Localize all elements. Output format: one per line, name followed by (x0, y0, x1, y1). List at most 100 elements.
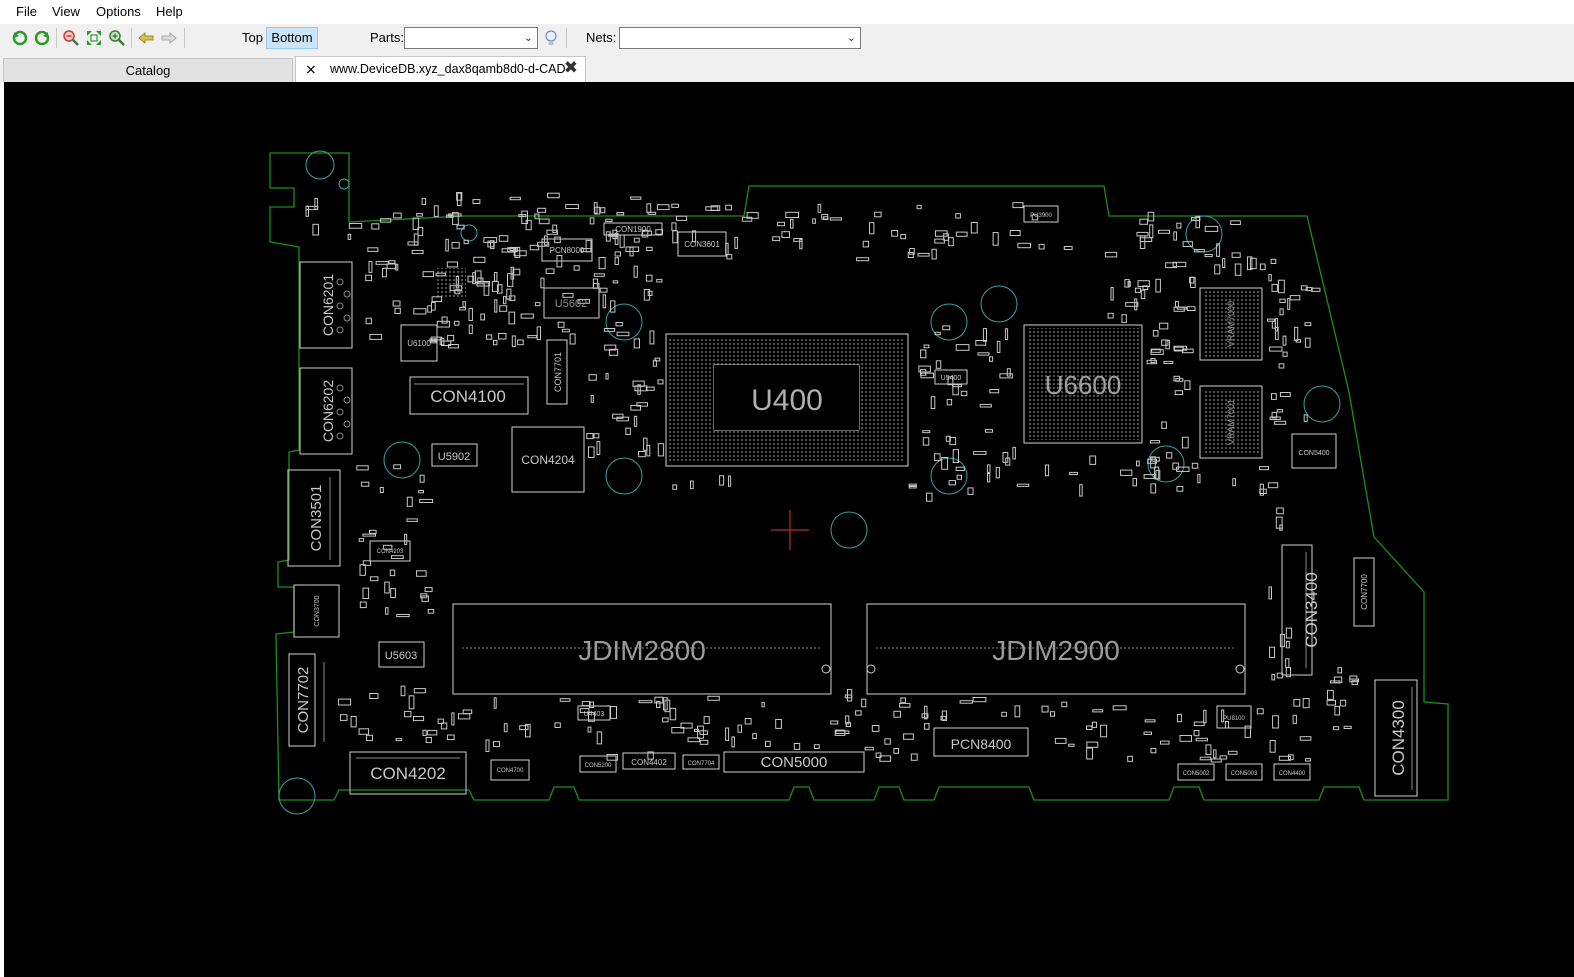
passive-component[interactable] (989, 356, 994, 362)
passive-component[interactable] (1127, 755, 1133, 762)
passive-component[interactable] (485, 739, 490, 752)
passive-component[interactable] (1332, 726, 1340, 731)
passive-component[interactable] (1140, 289, 1146, 300)
passive-component[interactable] (643, 289, 651, 301)
passive-component[interactable] (610, 300, 616, 313)
passive-component[interactable] (1173, 345, 1187, 351)
passive-component[interactable] (418, 490, 425, 494)
passive-component[interactable] (955, 344, 970, 351)
passive-component[interactable] (606, 754, 618, 761)
passive-component[interactable] (900, 697, 906, 704)
rotate-left-icon[interactable] (11, 29, 29, 47)
passive-component[interactable] (1152, 329, 1159, 337)
passive-component[interactable] (1038, 243, 1045, 250)
passive-component[interactable] (447, 213, 462, 217)
passive-component[interactable] (1279, 298, 1286, 303)
passive-component[interactable] (899, 702, 911, 708)
passive-component[interactable] (1176, 713, 1182, 723)
passive-component[interactable] (947, 376, 954, 386)
pcb-board-view[interactable]: U400 U6600 JDIM2800 JDIM2900 CON4100 CON… (4, 82, 1574, 977)
passive-component[interactable] (396, 614, 410, 618)
passive-component[interactable] (446, 261, 459, 268)
passive-component[interactable] (920, 369, 927, 376)
passive-component[interactable] (1161, 339, 1169, 346)
passive-component[interactable] (1161, 421, 1167, 429)
passive-component[interactable] (672, 230, 678, 244)
passive-component[interactable] (422, 729, 427, 736)
passive-component[interactable] (362, 560, 372, 566)
passive-component[interactable] (725, 204, 732, 211)
passive-component[interactable] (1269, 740, 1276, 753)
passive-component[interactable] (656, 204, 670, 211)
passive-component[interactable] (509, 196, 521, 201)
passive-component[interactable] (424, 587, 433, 593)
passive-component[interactable] (431, 296, 443, 303)
passive-component[interactable] (413, 716, 425, 722)
passive-component[interactable] (369, 333, 383, 340)
passive-component[interactable] (664, 699, 671, 713)
passive-component[interactable] (456, 224, 465, 230)
passive-component[interactable] (654, 696, 664, 704)
passive-component[interactable] (1150, 456, 1156, 469)
passive-component[interactable] (1125, 302, 1139, 307)
passive-component[interactable] (725, 242, 729, 256)
passive-component[interactable] (569, 333, 576, 345)
passive-component[interactable] (1143, 731, 1152, 735)
passive-component[interactable] (1311, 287, 1321, 292)
passive-component[interactable] (587, 726, 592, 733)
passive-component[interactable] (390, 588, 396, 599)
passive-component[interactable] (604, 344, 617, 351)
passive-component[interactable] (672, 484, 678, 490)
passive-component[interactable] (467, 275, 474, 283)
passive-component[interactable] (1213, 749, 1217, 759)
passive-component[interactable] (1271, 393, 1277, 400)
passive-component[interactable] (1333, 676, 1343, 684)
passive-component[interactable] (589, 217, 595, 225)
passive-component[interactable] (1272, 715, 1279, 729)
passive-component[interactable] (348, 223, 363, 229)
passive-component[interactable] (884, 738, 891, 745)
parts-combobox[interactable]: ⌄ (404, 27, 538, 49)
passive-component[interactable] (493, 697, 497, 709)
passive-component[interactable] (371, 223, 380, 230)
passive-component[interactable] (654, 357, 661, 362)
passive-component[interactable] (581, 701, 591, 707)
passive-component[interactable] (585, 239, 592, 253)
passive-component[interactable] (855, 710, 862, 716)
passive-component[interactable] (633, 265, 638, 278)
passive-component[interactable] (508, 311, 516, 325)
passive-component[interactable] (379, 487, 384, 493)
passive-component[interactable] (577, 299, 590, 304)
passive-component[interactable] (486, 334, 493, 340)
passive-component[interactable] (1009, 230, 1021, 236)
passive-component[interactable] (615, 322, 623, 327)
passive-component[interactable] (1247, 256, 1253, 271)
passive-component[interactable] (960, 390, 968, 397)
passive-component[interactable] (934, 453, 941, 462)
passive-component[interactable] (1276, 507, 1284, 515)
passive-component[interactable] (1216, 243, 1220, 257)
passive-component[interactable] (508, 295, 516, 301)
passive-component[interactable] (922, 430, 931, 434)
passive-component[interactable] (359, 601, 367, 609)
passive-component[interactable] (546, 229, 558, 235)
passive-component[interactable] (985, 429, 993, 433)
passive-component[interactable] (1214, 264, 1221, 275)
passive-component[interactable] (926, 492, 933, 502)
passive-component[interactable] (556, 255, 563, 268)
passive-component[interactable] (647, 290, 653, 296)
passive-component[interactable] (608, 348, 619, 356)
passive-component[interactable] (394, 263, 399, 271)
passive-component[interactable] (573, 265, 580, 271)
passive-component[interactable] (1174, 390, 1183, 396)
passive-component[interactable] (384, 581, 390, 594)
passive-component[interactable] (923, 344, 930, 349)
passive-component[interactable] (1195, 215, 1200, 229)
passive-component[interactable] (931, 248, 937, 260)
passive-component[interactable] (1256, 708, 1264, 715)
passive-component[interactable] (1275, 318, 1279, 332)
passive-component[interactable] (593, 202, 598, 214)
passive-component[interactable] (593, 273, 605, 277)
passive-component[interactable] (1004, 328, 1009, 341)
passive-component[interactable] (633, 237, 640, 243)
